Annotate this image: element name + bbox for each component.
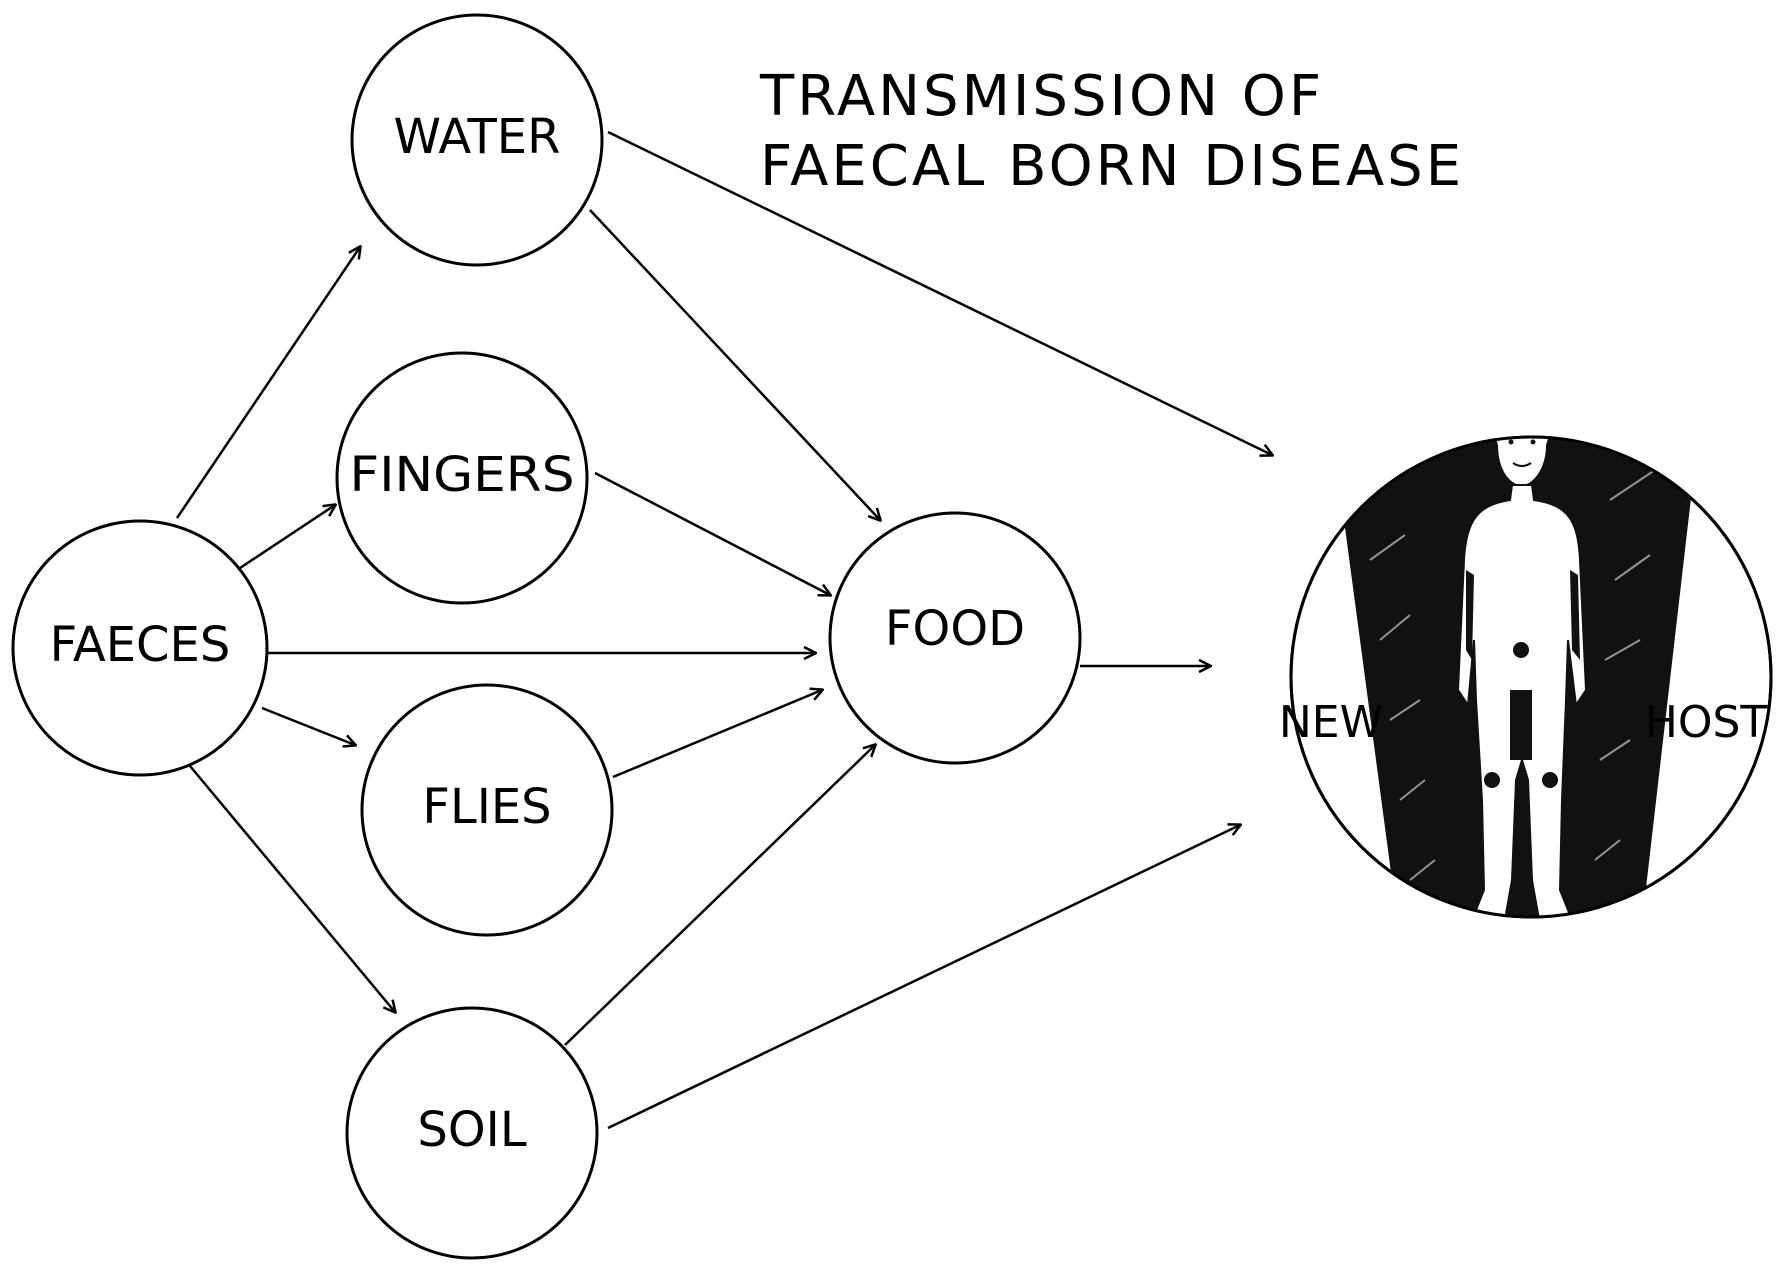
title-line-2: FAECAL BORN DISEASE	[760, 134, 1464, 199]
edge-water-food	[589, 209, 880, 520]
edge-faeces-water	[175, 247, 360, 519]
node-fingers: FINGERS	[335, 351, 589, 605]
edge-faeces-fingers	[239, 505, 335, 570]
node-soil-label: SOIL	[417, 1102, 526, 1158]
node-faeces: FAECES	[11, 519, 269, 777]
title: TRANSMISSION OF FAECAL BORN DISEASE	[759, 64, 1464, 199]
node-fingers-label: FINGERS	[350, 447, 575, 503]
node-new-host-label-right: HOST	[1645, 697, 1768, 748]
edge-soil-food	[564, 745, 875, 1046]
node-faeces-label: FAECES	[50, 617, 231, 673]
node-flies: FLIES	[360, 683, 614, 937]
node-water: WATER	[350, 13, 604, 267]
edges	[175, 130, 1272, 1130]
node-food: FOOD	[828, 511, 1082, 765]
edge-soil-newhost	[607, 825, 1240, 1130]
node-flies-label: FLIES	[422, 779, 551, 835]
person-illustration	[1330, 437, 1700, 917]
node-water-label: WATER	[394, 109, 561, 165]
edge-water-newhost	[607, 130, 1272, 455]
edge-faeces-soil	[189, 765, 395, 1012]
edge-faeces-flies	[261, 706, 355, 745]
title-line-1: TRANSMISSION OF	[759, 64, 1324, 129]
node-new-host-label-left: NEW	[1279, 697, 1383, 748]
node-soil: SOIL	[345, 1006, 599, 1260]
node-food-label: FOOD	[885, 601, 1025, 657]
edge-fingers-food	[594, 471, 830, 595]
edge-flies-food	[612, 690, 822, 779]
node-new-host: NEW HOST	[1279, 435, 1773, 919]
